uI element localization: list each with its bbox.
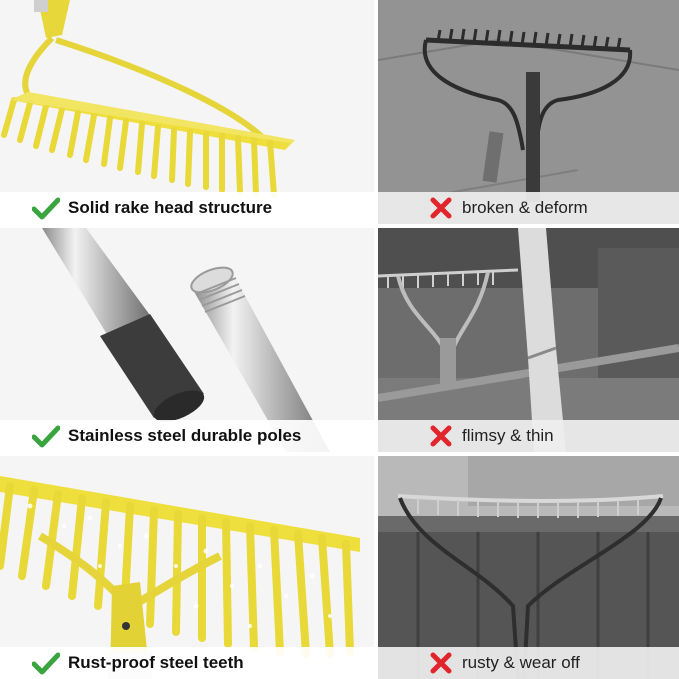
pros-caption: Solid rake head structure <box>68 198 273 217</box>
yellow-rake-head-photo <box>0 0 374 224</box>
cons-panel-broken-rake: broken & deform <box>378 0 679 224</box>
pros-panel-rake-head: Solid rake head structure <box>0 0 374 224</box>
rusty-rake-photo <box>378 456 679 679</box>
cons-caption-bar: broken & deform <box>378 192 679 224</box>
cons-caption-bar: rusty & wear off <box>378 647 679 679</box>
cons-panel-rusty-rake: rusty & wear off <box>378 456 679 679</box>
x-icon <box>430 425 452 447</box>
cons-caption: flimsy & thin <box>462 426 554 445</box>
broken-rake-photo <box>378 0 679 224</box>
check-icon <box>32 652 60 675</box>
cons-caption: rusty & wear off <box>462 653 580 672</box>
rust-proof-teeth-photo <box>0 456 374 679</box>
check-icon <box>32 425 60 448</box>
pros-caption-bar: Solid rake head structure <box>0 192 374 224</box>
x-icon <box>430 652 452 674</box>
steel-poles-photo <box>0 228 374 452</box>
x-icon <box>430 197 452 219</box>
pros-panel-steel-poles: Stainless steel durable poles <box>0 228 374 452</box>
cons-caption: broken & deform <box>462 198 588 217</box>
pros-caption-bar: Stainless steel durable poles <box>0 420 374 452</box>
pros-caption-bar: Rust-proof steel teeth <box>0 647 374 679</box>
flimsy-pole-photo <box>378 228 679 452</box>
pros-panel-rust-proof-teeth: Rust-proof steel teeth <box>0 456 374 679</box>
cons-panel-flimsy-pole: flimsy & thin <box>378 228 679 452</box>
pros-caption: Stainless steel durable poles <box>68 426 302 445</box>
check-icon <box>32 197 60 220</box>
cons-caption-bar: flimsy & thin <box>378 420 679 452</box>
pros-caption: Rust-proof steel teeth <box>68 653 244 672</box>
